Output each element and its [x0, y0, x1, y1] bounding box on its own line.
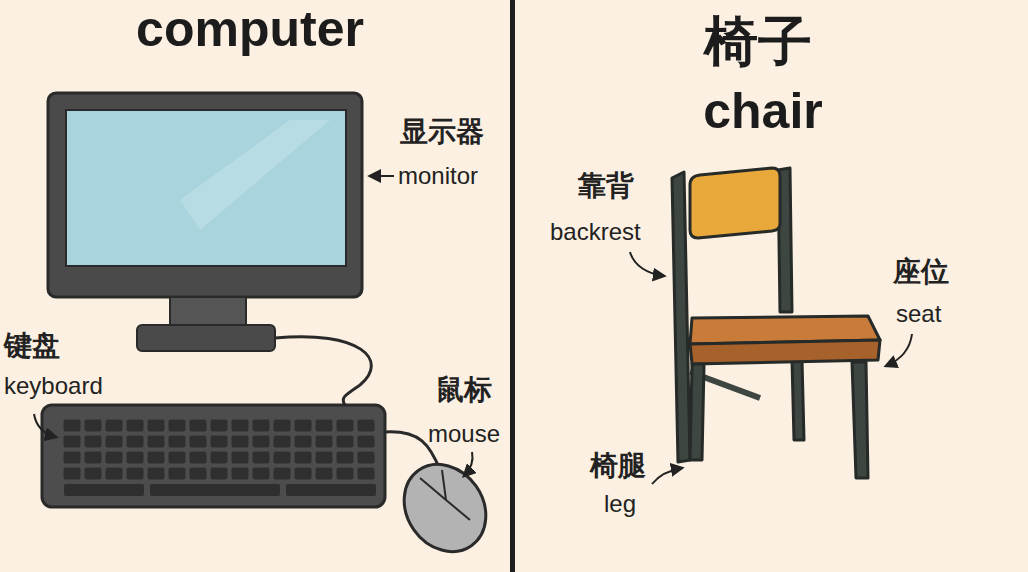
monitor-drawing — [48, 93, 362, 351]
keyboard-drawing — [42, 405, 385, 507]
part-label: seat — [896, 302, 941, 326]
part-label: 靠背 — [578, 172, 634, 200]
panel-heading: 椅子 — [704, 14, 812, 68]
part-label: 鼠标 — [436, 376, 492, 404]
part-label: leg — [604, 492, 636, 516]
part-label: 座位 — [893, 258, 949, 286]
chair-drawing — [672, 168, 880, 478]
part-label: 键盘 — [4, 332, 60, 360]
part-label: keyboard — [4, 374, 103, 398]
part-label: mouse — [428, 422, 500, 446]
panel: 椅子 chair — [515, 0, 1028, 572]
part-label: 椅腿 — [590, 452, 646, 480]
panel-heading: computer — [136, 4, 364, 54]
part-label: monitor — [398, 164, 478, 188]
panel-heading: chair — [703, 86, 823, 136]
part-label: backrest — [550, 220, 641, 244]
mouse-drawing — [387, 449, 502, 568]
part-label: 显示器 — [400, 118, 484, 146]
panel: computer — [0, 0, 510, 572]
